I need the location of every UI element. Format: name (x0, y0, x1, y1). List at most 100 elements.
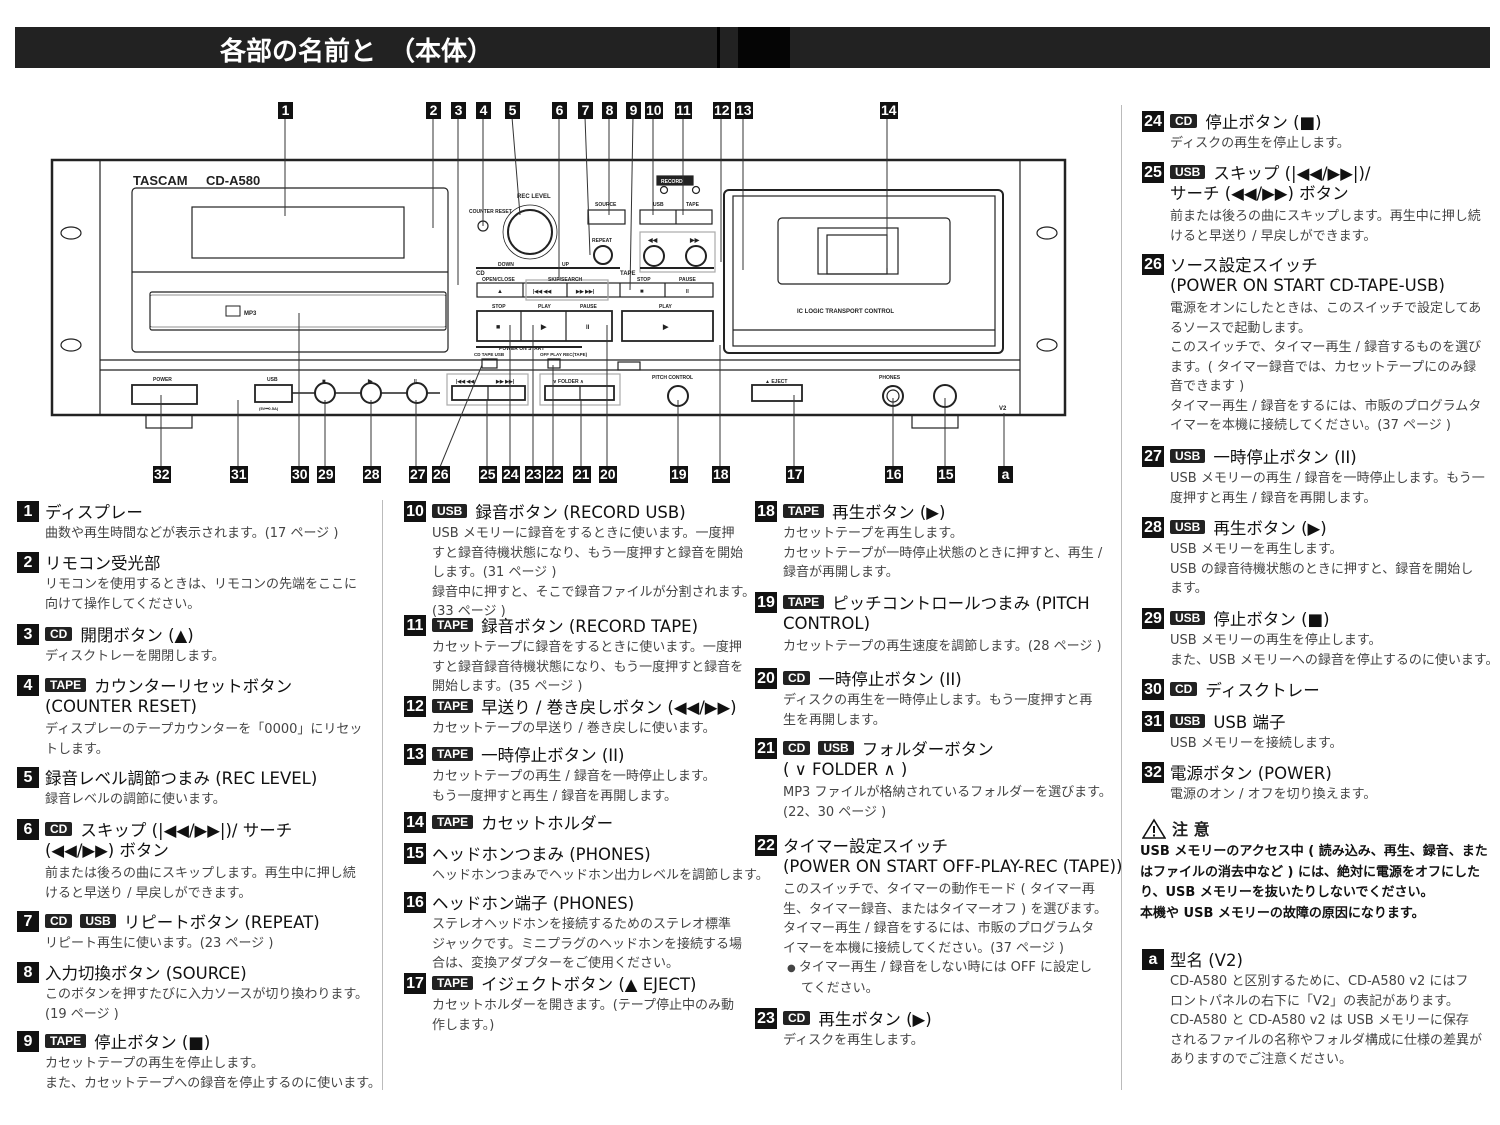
callout-marker: 19 (670, 466, 688, 483)
description-line: 合は、変換アダプターをご使用ください。 (432, 956, 680, 971)
item-number: 4 (17, 674, 39, 696)
record-tape-label: TAPE (686, 202, 700, 208)
up-label: UP (562, 262, 570, 268)
description-line: 度押すと再生 / 録音を再開します。 (1170, 490, 1377, 506)
item-description: MP3 ファイルが格納されているフォルダーを選びます。(22、30 ページ ) (783, 783, 1112, 822)
item-number: 11 (404, 614, 426, 636)
description-line: トします。 (45, 741, 109, 757)
item-title: スキップ (|◀◀/▶▶|)/ (1213, 164, 1371, 183)
caution-line: 本機や USB メモリーの故障の原因になります。 (1140, 905, 1425, 921)
item-title: 開閉ボタン (▲) (80, 626, 194, 645)
tape-play-button (621, 310, 714, 342)
usb-skip-fwd-symbol: ▶▶ ▶▶| (495, 379, 515, 385)
eject-label: ▲ EJECT (765, 379, 787, 385)
item-title: 停止ボタン (■) (1205, 113, 1322, 132)
warning-icon (1142, 817, 1166, 839)
item-title-continued: (◀◀/▶▶) ボタン (45, 841, 169, 860)
record-label: RECORD (661, 179, 683, 185)
title-divider (717, 27, 720, 68)
tape-stop-symbol: ■ (640, 289, 644, 295)
item-title: ディスプレー (45, 503, 143, 522)
cassette-holder (723, 189, 1004, 354)
item-number: 7 (17, 910, 39, 932)
item-title-continued: (COUNTER RESET) (45, 697, 197, 716)
description-line: すと録音録音待機状態になり、もう一度押すと録音を (432, 659, 744, 675)
usb-stop-symbol: ■ (322, 379, 326, 385)
callout-marker: 25 (479, 466, 497, 483)
source-tag-tape: TAPE (783, 504, 825, 518)
description-line: ます。( タイマー録音では、カセットテープにのみ録 (1170, 359, 1477, 375)
item-number: 5 (17, 766, 39, 788)
item-number: 10 (404, 500, 426, 522)
item-title: USB 端子 (1213, 713, 1286, 732)
item-number: 15 (404, 842, 426, 864)
cd-group-label: CD (476, 271, 485, 277)
item-number: 13 (404, 743, 426, 765)
description-line: ジャックです。ミニプラグのヘッドホンを接続する場 (432, 936, 743, 952)
item-number: 18 (755, 500, 777, 522)
item-description: リモコンを使用するときは、リモコンの先端をここに向けて操作してください。 (45, 575, 357, 614)
source-tag-tape: TAPE (45, 1034, 87, 1048)
item-title-continued: CONTROL) (783, 614, 871, 633)
description-line: ます。 (1170, 581, 1208, 596)
source-tag-usb: USB (80, 914, 116, 928)
rec-level-knob (507, 209, 553, 255)
cd-play-label: PLAY (538, 304, 552, 310)
description-line: MP3 ファイルが格納されているフォルダーを選びます。 (783, 785, 1112, 800)
description-line: タイマー再生 / 録音をするには、市販のプログラムタ (1170, 398, 1482, 414)
item-description: ステレオヘッドホンを接続するためのステレオ標準ジャックです。ミニプラグのヘッドホ… (432, 915, 742, 974)
description-line: 電源のオン / オフを切り換えます。 (1170, 787, 1377, 802)
description-line: USB メモリーを再生します。 (1170, 542, 1343, 557)
source-tag-tape: TAPE (432, 815, 474, 829)
tape-pause-symbol: II (686, 289, 689, 295)
usb-play-symbol: ▶ (367, 378, 373, 385)
item-description: ディスクの再生を停止します。 (1170, 134, 1350, 154)
source-tag-cd: CD (1170, 682, 1198, 696)
item-title: ヘッドホン端子 (PHONES) (432, 894, 635, 913)
callout-marker: 24 (502, 466, 520, 483)
item-title-continued: (POWER ON START OFF-PLAY-REC (TAPE)) (783, 857, 1123, 876)
item-number: 1 (17, 500, 39, 522)
source-tag-tape: TAPE (432, 747, 474, 761)
callout-marker: 6 (552, 102, 567, 119)
foot (145, 414, 193, 429)
description-line: 生を再開します。 (783, 712, 886, 728)
description-line: カセットホルダーを開きます。(テープ停止中のみ動 (432, 998, 734, 1013)
item-description: ディスクの再生を一時停止します。もう一度押すと再生を再開します。 (783, 691, 1092, 730)
description-line: けると早送り / 早戻しができます。 (1170, 228, 1377, 244)
item-title: 録音ボタン (RECORD USB) (475, 503, 686, 522)
power-label: POWER (153, 377, 172, 383)
callout-marker: 27 (409, 466, 427, 483)
description-line: このボタンを押すたびに入力ソースが切り換わります。 (45, 987, 369, 1002)
foot (911, 414, 959, 429)
folder-label: ∨ FOLDER ∧ (553, 379, 584, 385)
description-line: イマーを本機に接続してください。(37 ページ ) (1170, 418, 1451, 433)
description-line: 音できます ) (1170, 379, 1245, 394)
callout-marker: 31 (230, 466, 248, 483)
item-title: リモコン受光部 (45, 554, 161, 573)
power-button (131, 384, 198, 405)
source-tag-cd: CD (1170, 114, 1198, 128)
rack-hole (60, 226, 82, 240)
description-line: ヘッドホンつまみでヘッドホン出力レベルを調節します。 (432, 868, 769, 883)
item-description: カセットテープを再生します。カセットテープが一時停止状態のときに押すと、再生 /… (783, 524, 1102, 583)
item-description: リピート再生に使います。(23 ページ ) (45, 934, 320, 954)
callout-marker: 17 (786, 466, 804, 483)
item-number: 20 (755, 667, 777, 689)
description-line: 録音レベルの調節に使います。 (45, 792, 226, 807)
